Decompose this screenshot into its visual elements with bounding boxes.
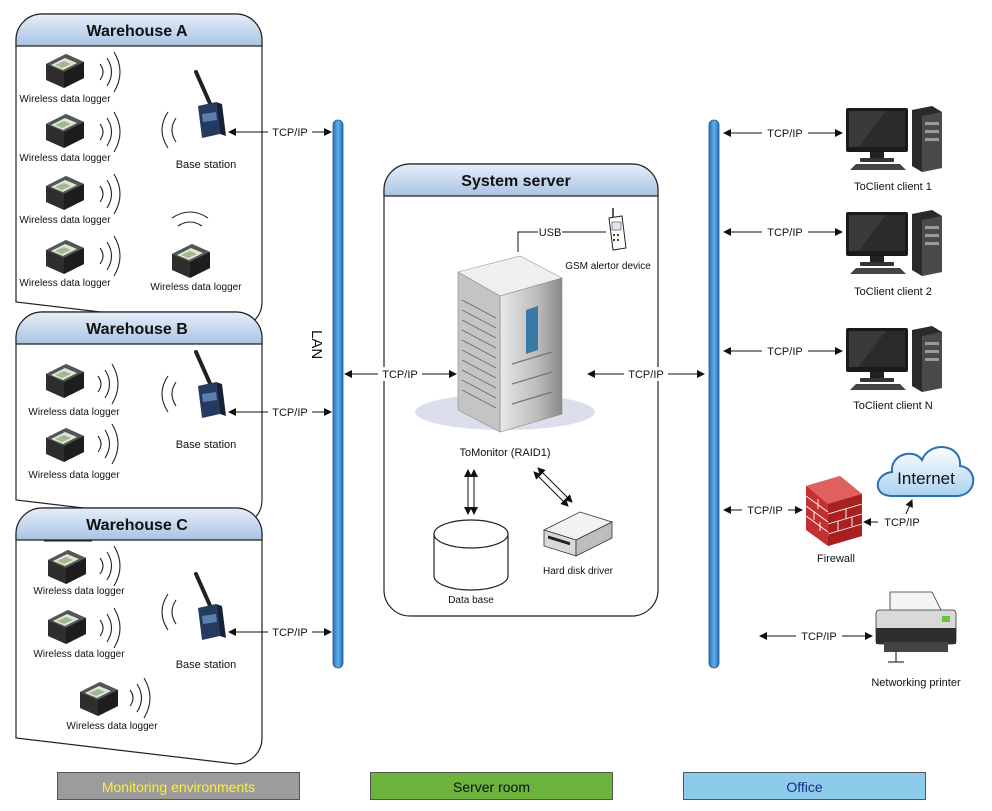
client-2-label: ToClient client 2 <box>854 286 932 298</box>
client-1-label: ToClient client 1 <box>854 181 932 193</box>
tcp-label-client-n: TCP/IP <box>767 346 802 358</box>
base-station-a-label: Base station <box>176 159 237 171</box>
lan-label: LAN <box>308 330 325 359</box>
warehouse-c-panel: Warehouse C <box>15 507 263 765</box>
link-client-1: TCP/IP <box>723 126 843 140</box>
link-printer: TCP/IP <box>759 629 873 643</box>
firewall-label: Firewall <box>817 553 855 565</box>
tcp-label-b: TCP/IP <box>272 407 307 419</box>
tcp-label-client-2: TCP/IP <box>767 227 802 239</box>
warehouse-a-title: Warehouse A <box>86 23 188 40</box>
logger-a5-label: Wireless data logger <box>150 282 242 293</box>
link-warehouse-c: TCP/IP <box>228 625 332 639</box>
link-firewall: TCP/IP <box>723 503 803 517</box>
link-warehouse-b: TCP/IP <box>228 405 332 419</box>
hard-disk-icon <box>542 511 614 557</box>
tcp-label-a: TCP/IP <box>272 127 307 139</box>
logger-a1-label: Wireless data logger <box>19 94 111 105</box>
logger-a2-label: Wireless data logger <box>19 153 111 164</box>
link-server-office: TCP/IP <box>587 367 705 381</box>
logger-c2-label: Wireless data logger <box>33 649 125 660</box>
link-client-2: TCP/IP <box>723 225 843 239</box>
internet-cloud-icon: Internet <box>876 446 975 497</box>
logger-b2-label: Wireless data logger <box>28 470 120 481</box>
base-station-b <box>161 350 228 420</box>
printer-label: Networking printer <box>871 677 961 689</box>
client-2 <box>846 210 942 276</box>
logger-b1-label: Wireless data logger <box>28 407 120 418</box>
gsm-alertor-icon <box>608 208 627 251</box>
tcp-label-c: TCP/IP <box>272 627 307 639</box>
logger-a4-label: Wireless data logger <box>19 278 111 289</box>
gsm-label: GSM alertor device <box>565 261 651 272</box>
link-lan-server: TCP/IP <box>344 367 457 381</box>
client-n <box>846 326 942 392</box>
client-n-label: ToClient client N <box>853 400 933 412</box>
base-station-c-label: Base station <box>176 659 237 671</box>
hdd-label: Hard disk driver <box>543 566 614 577</box>
printer-icon <box>875 591 957 663</box>
database-label: Data base <box>448 595 494 606</box>
legend-monitoring-environments: Monitoring environments <box>57 772 300 800</box>
client-1 <box>846 106 942 172</box>
link-warehouse-a: TCP/IP <box>228 125 332 139</box>
system-server-title: System server <box>461 173 570 190</box>
tomonitor-label: ToMonitor (RAID1) <box>459 447 550 459</box>
warehouse-b-panel: Warehouse B <box>15 311 263 527</box>
internet-label: Internet <box>897 469 955 488</box>
legend-office: Office <box>683 772 926 800</box>
logger-a5 <box>171 211 210 278</box>
link-internet: TCP/IP <box>863 499 920 529</box>
base-station-a <box>161 70 228 149</box>
tcp-label-server-left: TCP/IP <box>382 369 417 381</box>
link-client-n: TCP/IP <box>723 344 843 358</box>
tomonitor-server <box>415 255 595 433</box>
base-station-b-label: Base station <box>176 439 237 451</box>
logger-c1-label: Wireless data logger <box>33 586 125 597</box>
warehouse-b-title: Warehouse B <box>86 321 188 338</box>
logger-a3-label: Wireless data logger <box>19 215 111 226</box>
tcp-label-internet: TCP/IP <box>884 517 919 529</box>
tcp-label-printer: TCP/IP <box>801 631 836 643</box>
tcp-label-firewall: TCP/IP <box>747 505 782 517</box>
usb-label: USB <box>539 227 562 239</box>
base-station-c <box>161 572 228 642</box>
database-icon <box>433 519 509 591</box>
logger-c3-label: Wireless data logger <box>66 721 158 732</box>
tcp-label-server-right: TCP/IP <box>628 369 663 381</box>
legend-server-room: Server room <box>370 772 613 800</box>
tcp-label-client-1: TCP/IP <box>767 128 802 140</box>
lan-bus-left <box>332 119 344 669</box>
office-bus <box>708 119 720 669</box>
firewall-icon <box>805 476 863 546</box>
warehouse-c-title: Warehouse C <box>86 517 188 534</box>
